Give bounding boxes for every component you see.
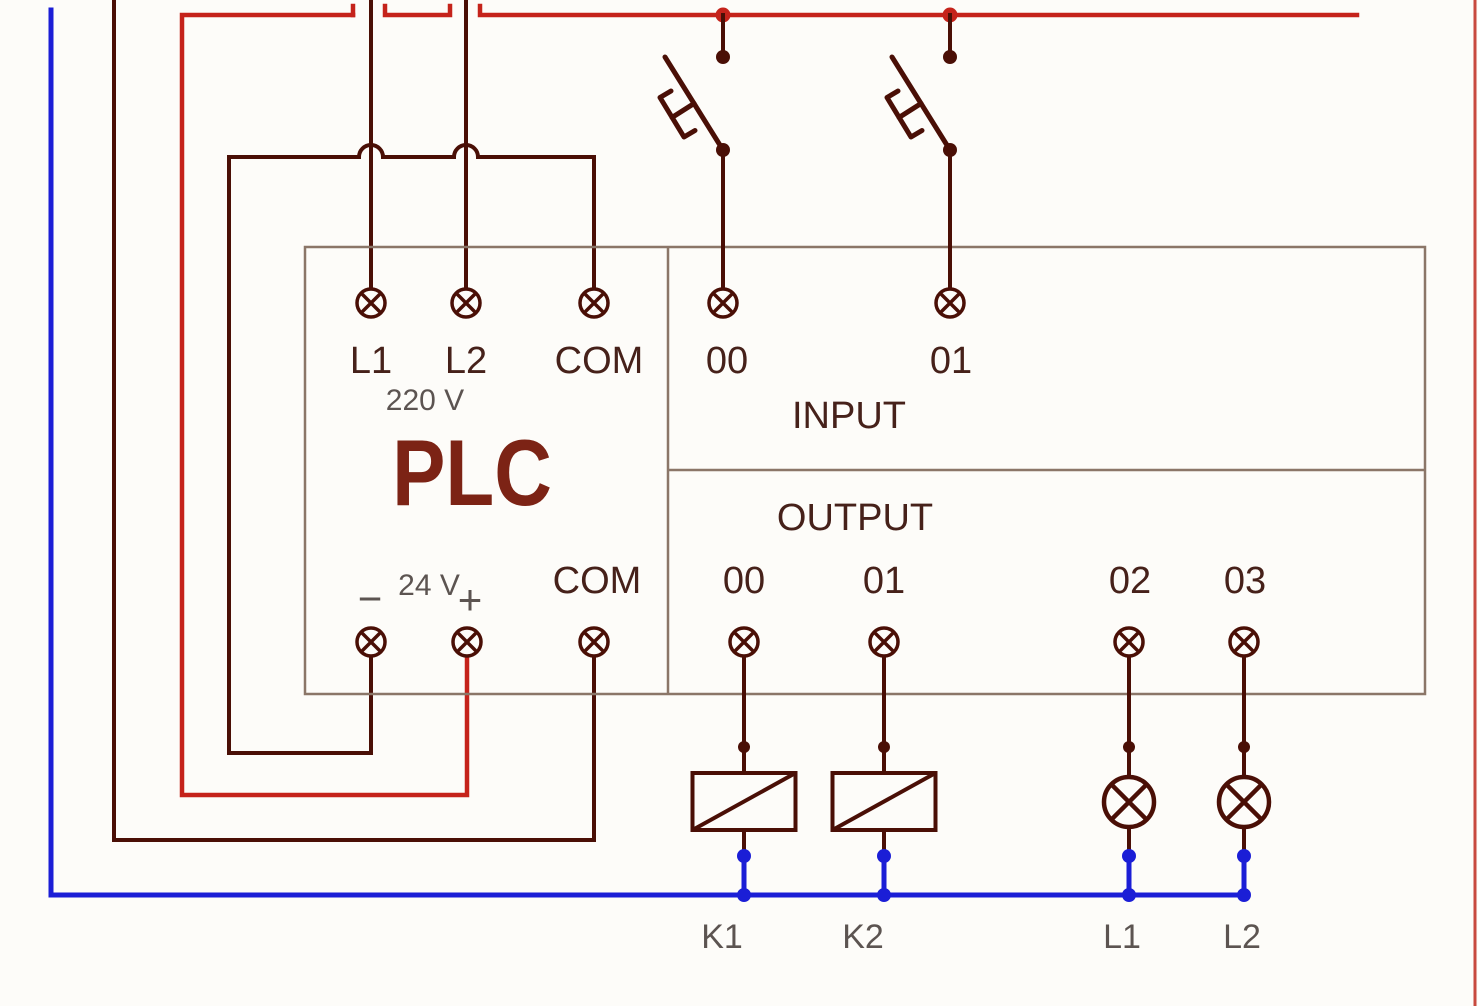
ac-voltage-label: 220 V xyxy=(386,384,464,417)
plus-rail-segment-3 xyxy=(477,3,1360,18)
terminal-dc-plus xyxy=(451,626,483,658)
terminal-out00 xyxy=(728,626,760,658)
com-feed-wire xyxy=(112,0,596,842)
pushbutton-input-01 xyxy=(884,7,958,290)
lamp-l2: L2 xyxy=(1216,655,1272,956)
terminal-labels: L1 L2 COM 00 01 COM 00 01 02 03 xyxy=(350,340,1266,602)
terminal-l2 xyxy=(450,287,482,319)
minus-com-loop-wire xyxy=(227,155,373,755)
com-top-wire xyxy=(227,143,596,290)
terminal-label-out01: 01 xyxy=(863,560,905,602)
pushbutton-actuator xyxy=(884,88,925,140)
terminal-label-l1: L1 xyxy=(350,340,392,382)
output-section-label: OUTPUT xyxy=(777,497,933,539)
terminal-label-out00: 00 xyxy=(723,560,765,602)
plc-title: PLC xyxy=(392,421,552,526)
left-feed-wires xyxy=(48,0,1477,1006)
relay-label: K2 xyxy=(842,918,884,956)
lamp-label: L2 xyxy=(1223,918,1261,956)
terminal-label-out03: 03 xyxy=(1224,560,1266,602)
dc-voltage-label: 24 V xyxy=(398,569,460,602)
terminal-dc-minus xyxy=(355,626,387,658)
terminal-label-in00: 00 xyxy=(706,340,748,382)
terminal-in01 xyxy=(934,287,966,319)
terminal-out02 xyxy=(1113,626,1145,658)
terminal-label-in01: 01 xyxy=(930,340,972,382)
terminal-l1 xyxy=(355,287,387,319)
plus-rail-segment-1 xyxy=(179,12,470,798)
lamp-label: L1 xyxy=(1103,918,1141,956)
terminal-label-com-top: COM xyxy=(555,340,644,382)
terminal-label-com-bottom: COM xyxy=(553,560,642,602)
dc-minus-sign: − xyxy=(358,575,383,622)
pushbutton-actuator xyxy=(657,88,698,140)
terminal-label-l2: L2 xyxy=(445,340,487,382)
relay-k1: K1 xyxy=(690,655,798,956)
terminal-out01 xyxy=(868,626,900,658)
terminal-com-top xyxy=(578,287,610,319)
terminal-out03 xyxy=(1228,626,1260,658)
terminal-com-bottom xyxy=(578,626,610,658)
terminal-label-out02: 02 xyxy=(1109,560,1151,602)
input-section-label: INPUT xyxy=(792,395,906,437)
plc-box: PLC 220 V 24 V − + INPUT OUTPUT xyxy=(303,245,1427,696)
terminal-in00 xyxy=(707,287,739,319)
lamp-l1: L1 xyxy=(1101,655,1157,956)
pushbutton-input-00 xyxy=(657,7,731,290)
relay-k2: K2 xyxy=(830,655,938,956)
dc-plus-sign: + xyxy=(458,576,483,623)
relay-label: K1 xyxy=(701,918,743,956)
neutral-rail xyxy=(48,7,1247,898)
plus-rail-segment-2 xyxy=(382,3,453,18)
